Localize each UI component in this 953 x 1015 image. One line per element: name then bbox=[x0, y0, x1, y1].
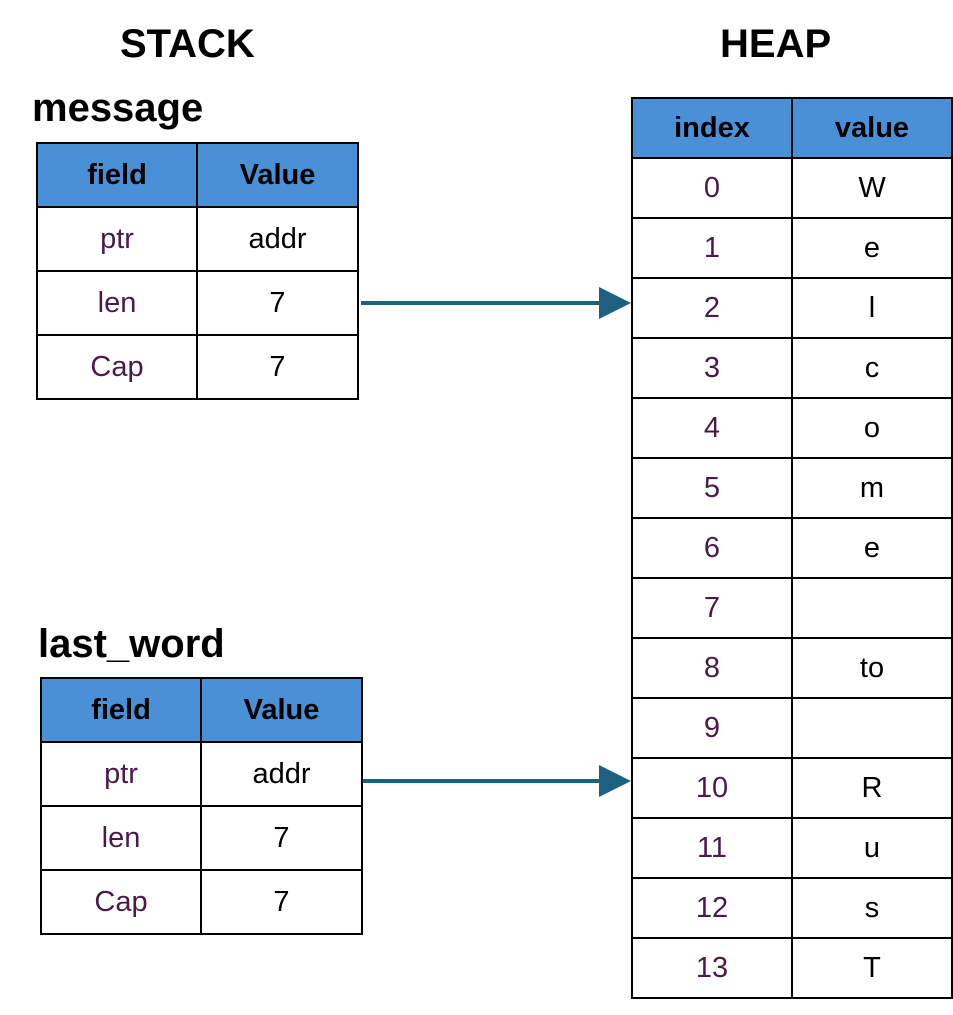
last-word-header-row: field Value bbox=[40, 677, 363, 743]
heap-index-cell: 11 bbox=[631, 817, 793, 879]
heap-index-cell: 1 bbox=[631, 217, 793, 279]
last-word-header-value: Value bbox=[200, 677, 363, 743]
heap-row: 7 bbox=[631, 577, 953, 639]
last-word-field-cap: Cap bbox=[40, 869, 202, 935]
heap-value-cell: l bbox=[791, 277, 953, 339]
message-field-cap: Cap bbox=[36, 334, 198, 400]
last-word-row-ptr: ptr addr bbox=[40, 741, 363, 807]
last-word-label: last_word bbox=[38, 622, 225, 666]
heap-value-cell: T bbox=[791, 937, 953, 999]
heap-index-cell: 3 bbox=[631, 337, 793, 399]
heap-index-cell: 8 bbox=[631, 637, 793, 699]
message-header-row: field Value bbox=[36, 142, 359, 208]
last-word-field-ptr: ptr bbox=[40, 741, 202, 807]
heap-title: HEAP bbox=[720, 22, 832, 66]
last-word-field-len: len bbox=[40, 805, 202, 871]
heap-value-cell: e bbox=[791, 217, 953, 279]
heap-index-cell: 2 bbox=[631, 277, 793, 339]
heap-value-cell bbox=[791, 577, 953, 639]
heap-header-row: index value bbox=[631, 97, 953, 159]
heap-value-cell: c bbox=[791, 337, 953, 399]
message-value-len: 7 bbox=[196, 270, 359, 336]
heap-value-cell: e bbox=[791, 517, 953, 579]
message-row-cap: Cap 7 bbox=[36, 334, 359, 400]
message-field-len: len bbox=[36, 270, 198, 336]
heap-header-index: index bbox=[631, 97, 793, 159]
heap-index-cell: 5 bbox=[631, 457, 793, 519]
message-header-field: field bbox=[36, 142, 198, 208]
last-word-row-len: len 7 bbox=[40, 805, 363, 871]
heap-value-cell: m bbox=[791, 457, 953, 519]
message-row-ptr: ptr addr bbox=[36, 206, 359, 272]
last-word-value-len: 7 bbox=[200, 805, 363, 871]
heap-value-cell: o bbox=[791, 397, 953, 459]
message-row-len: len 7 bbox=[36, 270, 359, 336]
heap-value-cell: to bbox=[791, 637, 953, 699]
heap-index-cell: 12 bbox=[631, 877, 793, 939]
heap-index-cell: 9 bbox=[631, 697, 793, 759]
last-word-value-cap: 7 bbox=[200, 869, 363, 935]
heap-index-cell: 0 bbox=[631, 157, 793, 219]
last-word-row-cap: Cap 7 bbox=[40, 869, 363, 935]
message-label: message bbox=[32, 86, 204, 130]
last-word-value-ptr: addr bbox=[200, 741, 363, 807]
message-value-ptr: addr bbox=[196, 206, 359, 272]
message-header-value: Value bbox=[196, 142, 359, 208]
heap-index-cell: 10 bbox=[631, 757, 793, 819]
heap-value-cell: W bbox=[791, 157, 953, 219]
message-table: field Value ptr addr len 7 Cap 7 bbox=[36, 142, 359, 400]
message-value-cap: 7 bbox=[196, 334, 359, 400]
heap-row: 9 bbox=[631, 697, 953, 759]
heap-value-cell: R bbox=[791, 757, 953, 819]
last-word-header-field: field bbox=[40, 677, 202, 743]
stack-title: STACK bbox=[120, 22, 255, 66]
heap-header-value: value bbox=[791, 97, 953, 159]
heap-value-cell: s bbox=[791, 877, 953, 939]
last-word-table: field Value ptr addr len 7 Cap 7 bbox=[40, 677, 363, 935]
message-field-ptr: ptr bbox=[36, 206, 198, 272]
heap-index-cell: 6 bbox=[631, 517, 793, 579]
heap-index-cell: 7 bbox=[631, 577, 793, 639]
heap-value-cell: u bbox=[791, 817, 953, 879]
heap-index-cell: 13 bbox=[631, 937, 793, 999]
heap-index-cell: 4 bbox=[631, 397, 793, 459]
heap-value-cell bbox=[791, 697, 953, 759]
